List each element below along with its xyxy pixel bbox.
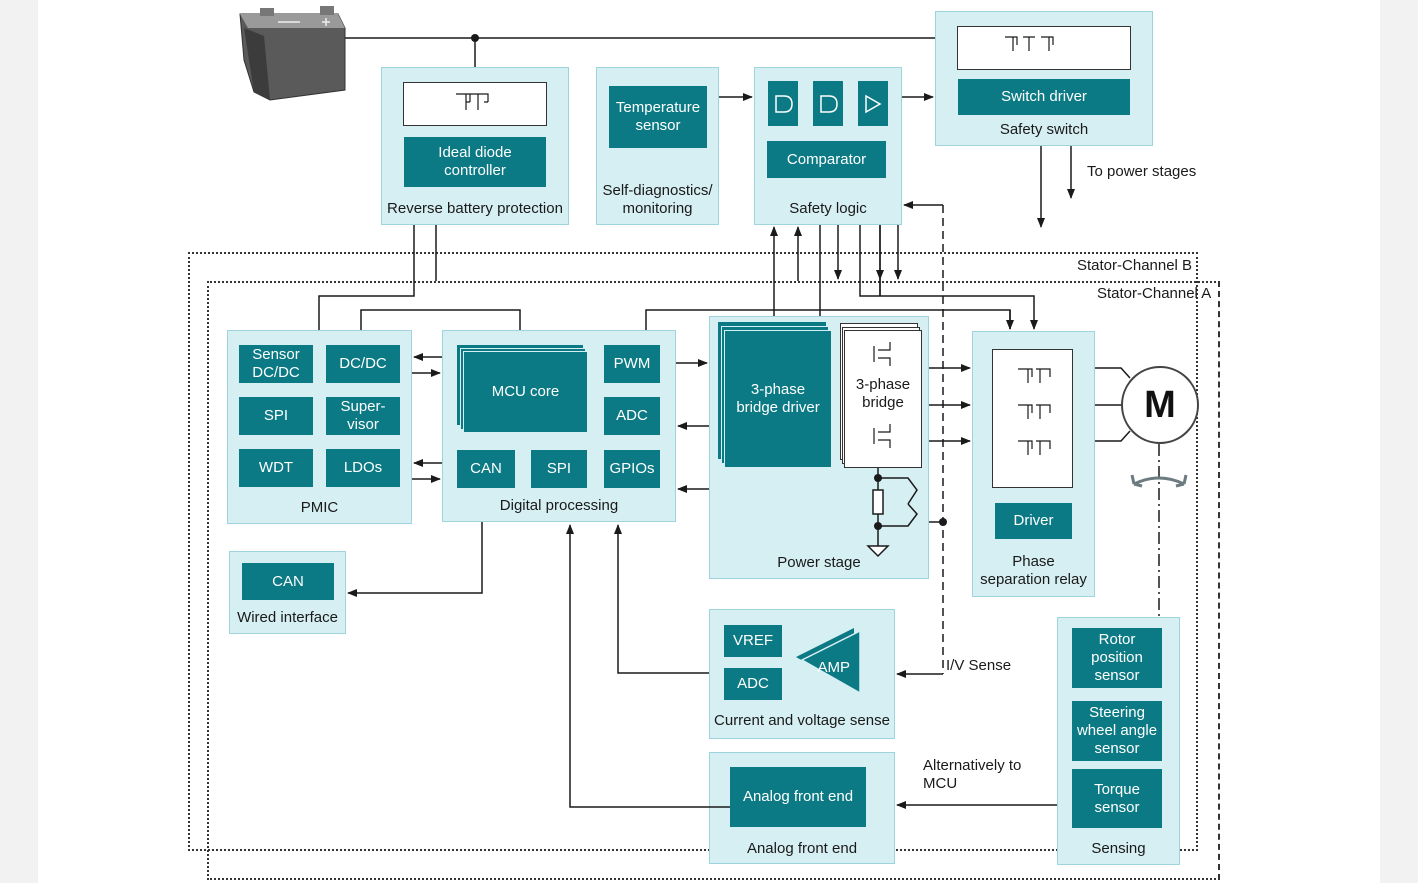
pmic-supervisor: Super- visor <box>326 397 400 435</box>
three-phase-bridge-label: 3-phase bridge <box>855 376 911 411</box>
ground-icon <box>866 545 890 558</box>
stator-channel-a-label: Stator-Channel A <box>1097 285 1212 302</box>
kelvin-wire-2 <box>878 503 918 527</box>
temperature-sensor: Temperature sensor <box>609 86 707 148</box>
rotor-position-sensor: Rotor position sensor <box>1072 628 1162 688</box>
cv-adc: ADC <box>724 668 782 700</box>
mosfet-icon <box>456 93 489 110</box>
digital-processing-label: Digital processing <box>499 497 619 514</box>
wired-can: CAN <box>242 563 334 600</box>
safety-switch-fet-box <box>957 26 1131 70</box>
iv-sense-label: I/V Sense <box>946 657 1012 674</box>
cv-sense-label: Current and voltage sense <box>714 712 890 729</box>
reverse-battery-label: Reverse battery protection <box>387 200 563 217</box>
relay-motor-wire-u <box>1095 367 1131 379</box>
pmic-wdt: WDT <box>239 449 313 487</box>
safety-switch-label: Safety switch <box>999 121 1089 138</box>
wired-interface-label: Wired interface <box>237 609 338 626</box>
self-diagnostics-label: Self-diagnostics/ monitoring <box>602 182 713 217</box>
and-gate-icon <box>820 95 838 113</box>
buffer-gate-icon <box>865 94 882 114</box>
digital-to-relay-wire <box>645 309 1011 330</box>
ideal-diode-controller: Ideal diode controller <box>404 137 546 187</box>
to-power-stages-label: To power stages <box>1087 163 1197 180</box>
relay-motor-wire-w <box>1095 430 1131 442</box>
switch-driver: Switch driver <box>958 79 1130 115</box>
comparator: Comparator <box>767 141 886 178</box>
digital-spi: SPI <box>531 450 587 488</box>
pmic-spi: SPI <box>239 397 313 435</box>
afe-to-digital-arrow <box>566 524 730 808</box>
kelvin-wire-1 <box>878 477 918 505</box>
buffer-gate-tile <box>858 81 888 126</box>
alternatively-mcu-label: Alternatively to MCU <box>923 757 1022 792</box>
and-gate-tile-2 <box>813 81 843 126</box>
pmic-label: PMIC <box>300 499 339 516</box>
rotation-arrow-icon <box>1130 474 1188 488</box>
pmic-ldos: LDOs <box>326 449 400 487</box>
pmic-sensor-dcdc: Sensor DC/DC <box>239 345 313 383</box>
vref: VREF <box>724 625 782 657</box>
stator-channel-a <box>207 281 1220 880</box>
junction-dot <box>939 518 947 526</box>
and-gate-tile-1 <box>768 81 798 126</box>
digital-gpios: GPIOs <box>604 450 660 488</box>
pmic-to-digital-top-wire <box>360 309 521 330</box>
battery-icon <box>239 6 346 101</box>
mcu-core: MCU core <box>463 351 588 433</box>
relay-driver: Driver <box>995 503 1072 539</box>
digital-adc: ADC <box>604 397 660 435</box>
sensing-label: Sensing <box>1091 840 1146 857</box>
power-stage-label: Power stage <box>777 554 861 571</box>
afe-label: Analog front end <box>746 840 858 857</box>
pmic-dcdc: DC/DC <box>326 345 400 383</box>
digital-can: CAN <box>457 450 515 488</box>
afe-inner: Analog front end <box>730 767 866 827</box>
junction-dot <box>471 34 479 42</box>
safety-logic-label: Safety logic <box>789 200 867 217</box>
phase-relay-label: Phase separation relay <box>980 553 1087 588</box>
stator-channel-b-label: Stator-Channel B <box>1077 257 1193 274</box>
safety-to-relay-arrow <box>859 225 1038 330</box>
rbp-to-pmic-wire <box>318 225 415 330</box>
diagram-canvas: Stator-Channel B Stator-Channel A Ideal … <box>38 0 1380 883</box>
amp-icon: AMP <box>796 628 861 695</box>
pwm-unit: PWM <box>604 345 660 383</box>
mosfet-icon <box>873 342 891 448</box>
junction-dot <box>874 474 882 482</box>
mosfet-icon <box>1005 36 1054 51</box>
cv-to-digital-arrow <box>614 524 709 674</box>
mosfet-icon <box>1018 368 1051 455</box>
junction-dot <box>874 522 882 530</box>
and-gate-icon <box>775 95 793 113</box>
motor-icon: M <box>1121 366 1199 444</box>
three-phase-bridge <box>844 330 922 468</box>
torque-sensor: Torque sensor <box>1072 769 1162 828</box>
steering-angle-sensor: Steering wheel angle sensor <box>1072 701 1162 761</box>
amp-label: AMP <box>817 659 850 676</box>
digital-to-can-arrow <box>347 522 483 597</box>
connection-wires: AMP <box>239 6 1188 809</box>
bridge-driver: 3-phase bridge driver <box>724 330 832 468</box>
stator-channel-b <box>188 252 1198 851</box>
shunt-resistor-icon <box>872 489 884 515</box>
ideal-diode-switch-box <box>403 82 547 126</box>
